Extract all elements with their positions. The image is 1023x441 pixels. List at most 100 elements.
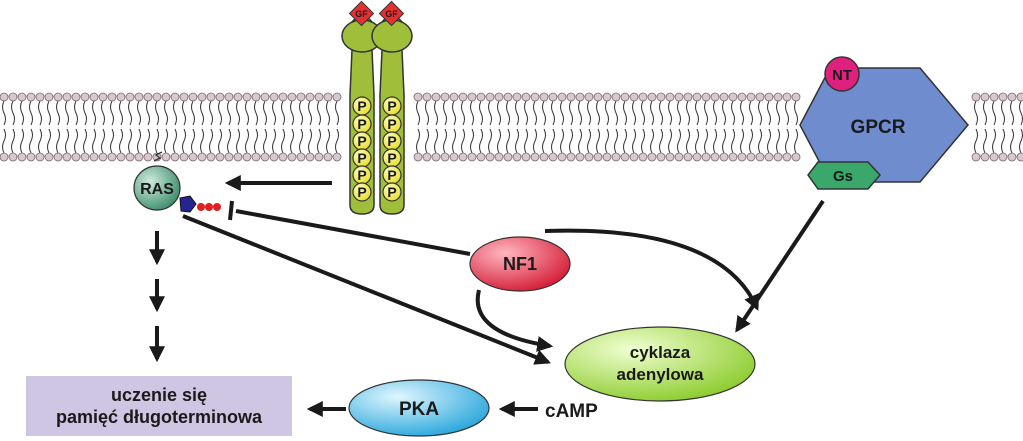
lipid-head — [692, 152, 702, 162]
lipid-head — [26, 152, 36, 162]
lipid-tails — [497, 100, 501, 154]
lipid-tails — [236, 100, 240, 154]
lipid-head — [503, 152, 513, 162]
lipid-head — [467, 92, 477, 102]
lipid-head — [530, 152, 540, 162]
lipid-head — [251, 92, 261, 102]
svg-text:PKA: PKA — [399, 399, 439, 420]
lipid-head — [566, 152, 576, 162]
lipid-head — [512, 152, 522, 162]
lipid-head — [620, 92, 630, 102]
lipid-tails — [704, 100, 708, 154]
lipid-head — [998, 152, 1008, 162]
arrow-gs-to-cyklaza — [735, 199, 825, 333]
lipid-head — [116, 152, 126, 162]
lipid-head — [971, 92, 981, 102]
lipid-tails — [227, 100, 231, 154]
lipid-head — [413, 92, 423, 102]
lipid-head — [485, 92, 495, 102]
lipid-tails — [533, 100, 537, 154]
lipid-tails — [650, 100, 654, 154]
phosphate-label: P — [387, 150, 396, 166]
lipid-tails — [272, 100, 276, 154]
lipid-head — [548, 152, 558, 162]
lipid-tails — [434, 100, 438, 154]
lipid-tails — [173, 100, 177, 154]
phosphate-label: P — [357, 98, 366, 114]
lipid-head — [449, 152, 459, 162]
lipid-tails — [695, 100, 699, 154]
lipid-tails — [713, 100, 717, 154]
lipid-head — [521, 92, 531, 102]
lipid-tails — [569, 100, 573, 154]
lipid-head — [521, 152, 531, 162]
lipid-tails — [542, 100, 546, 154]
phosphate-label: P — [387, 133, 396, 149]
arrow-ras-to-cyklaza — [182, 214, 551, 365]
phosphate-label: P — [357, 167, 366, 183]
lipid-tails — [47, 100, 51, 154]
lipid-head — [53, 152, 63, 162]
lipid-head — [1007, 92, 1017, 102]
lipid-head — [161, 152, 171, 162]
lipid-head — [98, 152, 108, 162]
lipid-head — [278, 152, 288, 162]
lipid-head — [260, 92, 270, 102]
lipid-head — [431, 92, 441, 102]
lipid-head — [566, 92, 576, 102]
lipid-head — [782, 92, 792, 102]
lipid-head — [332, 152, 342, 162]
lipid-head — [728, 92, 738, 102]
lipid-head — [458, 92, 468, 102]
lipid-tails — [164, 100, 168, 154]
lipid-head — [557, 152, 567, 162]
lipid-head — [755, 152, 765, 162]
lipid-head — [440, 92, 450, 102]
outcome-label: uczenie się pamięć długoterminowa — [26, 376, 292, 436]
svg-text:GF: GF — [355, 9, 368, 19]
lipid-tails — [245, 100, 249, 154]
lipid-head — [773, 92, 783, 102]
lipid-head — [980, 92, 990, 102]
lipid-tails — [101, 100, 105, 154]
adenylyl-cyclase: cyklaza adenylowa — [564, 326, 756, 402]
lipid-tails — [110, 100, 114, 154]
phosphate-label: P — [387, 116, 396, 132]
lipid-head — [638, 152, 648, 162]
lipid-tails — [128, 100, 132, 154]
lipid-head — [584, 152, 594, 162]
lipid-tails — [470, 100, 474, 154]
lipid-head — [719, 152, 729, 162]
lipid-tails — [452, 100, 456, 154]
phosphate-label: P — [387, 98, 396, 114]
svg-text:Gs: Gs — [833, 168, 853, 185]
phosphate-circle — [352, 182, 372, 202]
lipid-head — [665, 92, 675, 102]
lipid-head — [782, 152, 792, 162]
lipid-head — [215, 152, 225, 162]
lipid-head — [629, 152, 639, 162]
lipid-head — [278, 92, 288, 102]
lipid-tails — [317, 100, 321, 154]
lipid-head — [170, 92, 180, 102]
lipid-head — [656, 92, 666, 102]
lipid-head — [314, 92, 324, 102]
ras-protein: RAS — [133, 151, 221, 213]
lipid-head — [170, 152, 180, 162]
lipid-head — [98, 92, 108, 102]
outcome-line-2: pamięć długoterminowa — [55, 407, 263, 427]
svg-text:NT: NT — [832, 67, 852, 84]
lipid-head — [62, 92, 72, 102]
lipid-head — [512, 92, 522, 102]
lipid-head — [989, 152, 999, 162]
lipid-tails — [425, 100, 429, 154]
lipid-tails — [560, 100, 564, 154]
phosphate-label: P — [387, 184, 396, 200]
lipid-head — [701, 92, 711, 102]
lipid-tails — [137, 100, 141, 154]
lipid-head — [656, 152, 666, 162]
lipid-head — [476, 152, 486, 162]
lipid-tails — [758, 100, 762, 154]
svg-text:cyklaza: cyklaza — [630, 343, 691, 362]
